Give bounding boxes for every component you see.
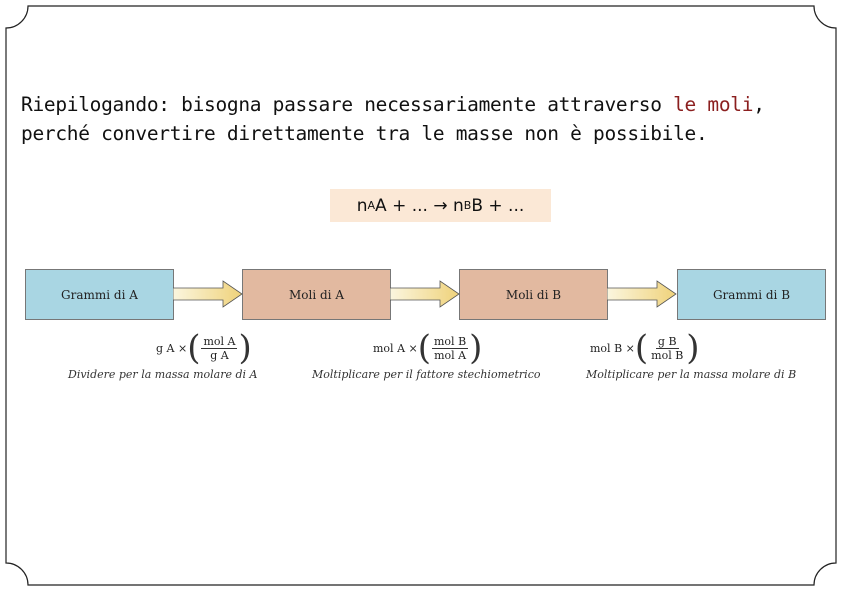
box-moles-a-label: Moli di A	[288, 287, 344, 302]
conversion-formula-2: mol A × ( mol B mol A )	[373, 331, 482, 365]
species-a: A + ...	[375, 195, 434, 216]
box-grams-b-label: Grammi di B	[712, 287, 791, 302]
summary-text: Riepilogando: bisogna passare necessaria…	[21, 90, 821, 148]
highlight-le-moli: le moli	[673, 93, 754, 116]
formula-1-prefix: g A ×	[156, 341, 188, 355]
caption-multiply-molar-mass-b: Moltiplicare per la massa molare di B	[586, 368, 797, 381]
formula-1-denominator: g A	[210, 348, 229, 362]
formula-2-fraction: mol B mol A	[432, 334, 469, 362]
summary-line-1: Riepilogando: bisogna passare necessaria…	[21, 90, 821, 119]
box-moles-a: Moli di A	[242, 269, 391, 320]
left-paren-icon: (	[417, 328, 431, 368]
coef-b-subscript: B	[463, 199, 472, 212]
species-b: B + ...	[471, 195, 525, 216]
formula-1-fraction: mol A g A	[201, 334, 238, 362]
box-moles-b-label: Moli di B	[505, 287, 562, 302]
flow-arrow-icon	[607, 280, 677, 308]
coef-a: n	[356, 195, 368, 216]
right-paren-icon: )	[469, 328, 483, 368]
formula-3-denominator: mol B	[651, 348, 684, 362]
box-moles-b: Moli di B	[459, 269, 608, 320]
flow-arrow-icon	[390, 280, 460, 308]
formula-3-fraction: g B mol B	[649, 335, 685, 362]
right-paren-icon: )	[238, 328, 252, 368]
summary-line-1-comma: ,	[753, 93, 765, 116]
caption-divide-molar-mass-a: Dividere per la massa molare di A	[68, 368, 258, 381]
formula-3-numerator: g B	[655, 334, 679, 349]
formula-1-numerator: mol A	[201, 334, 238, 349]
right-paren-icon: )	[686, 328, 700, 368]
summary-line-1-text: Riepilogando: bisogna passare necessaria…	[21, 93, 674, 116]
caption-stoichiometric-factor: Moltiplicare per il fattore stechiometri…	[312, 368, 541, 381]
left-paren-icon: (	[187, 328, 201, 368]
reaction-arrow-icon: →	[433, 195, 448, 216]
formula-3-prefix: mol B ×	[590, 341, 635, 355]
box-grams-a: Grammi di A	[25, 269, 174, 320]
formula-2-prefix: mol A ×	[373, 341, 418, 355]
flow-arrow-icon	[173, 280, 243, 308]
conversion-formula-1: g A × ( mol A g A )	[156, 331, 252, 365]
box-grams-b: Grammi di B	[677, 269, 826, 320]
formula-2-numerator: mol B	[432, 334, 469, 349]
conversion-formula-3: mol B × ( g B mol B )	[590, 331, 700, 365]
coef-b: n	[447, 195, 464, 216]
left-paren-icon: (	[634, 328, 649, 368]
coef-a-subscript: A	[367, 199, 376, 212]
formula-2-denominator: mol A	[434, 348, 467, 362]
summary-line-2: perché convertire direttamente tra le ma…	[21, 122, 708, 145]
box-grams-a-label: Grammi di A	[61, 287, 138, 302]
